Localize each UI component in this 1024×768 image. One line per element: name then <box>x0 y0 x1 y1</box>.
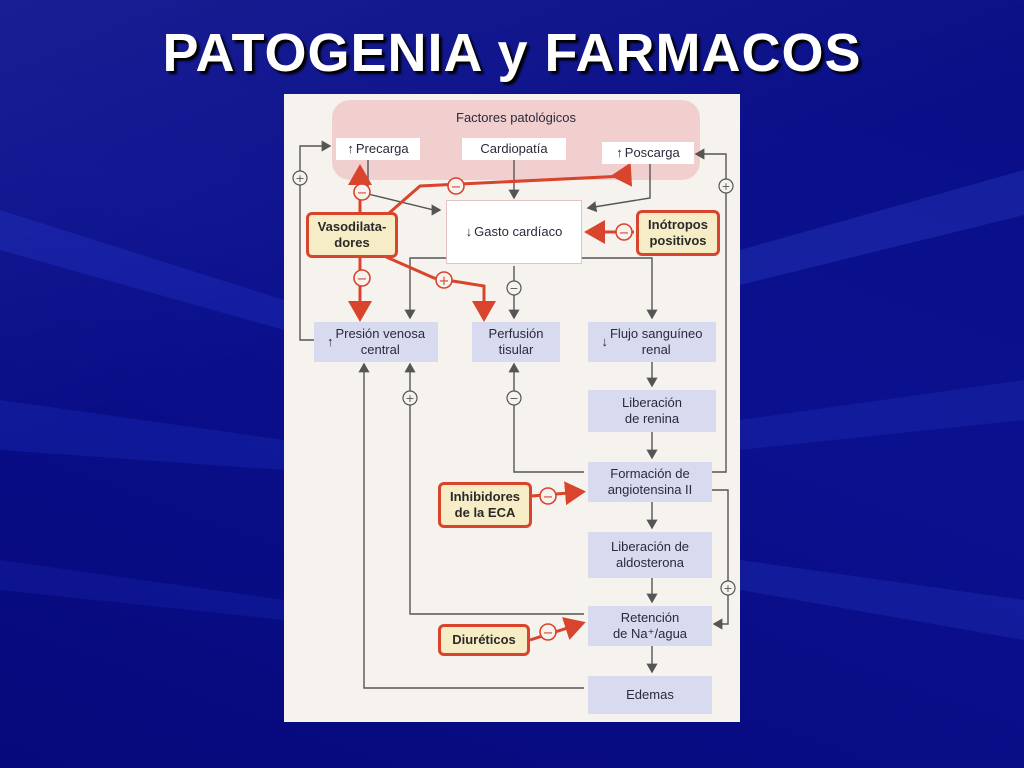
svg-text:+: + <box>405 392 414 405</box>
cardiopatia-box: Cardiopatía <box>462 138 566 160</box>
gasto-cardiaco-box: ↓Gasto cardíaco <box>446 200 582 264</box>
up-arrow-icon: ↑ <box>347 141 354 156</box>
plus-sign-angiotensin-retention: + <box>720 580 736 596</box>
slide-title: PATOGENIA y FARMACOS <box>162 23 862 83</box>
minus-sign-venous: − <box>353 269 371 287</box>
minus-sign-inotropes: − <box>615 223 633 241</box>
svg-text:−: − <box>543 626 554 641</box>
edemas-box: Edemas <box>588 676 712 714</box>
down-arrow-icon: ↓ <box>465 224 473 239</box>
svg-text:−: − <box>509 392 518 405</box>
svg-text:−: − <box>357 272 368 287</box>
svg-text:+: + <box>721 180 730 193</box>
precarga-box: ↑Precarga <box>336 138 420 160</box>
svg-text:−: − <box>357 186 368 201</box>
svg-text:−: − <box>509 282 518 295</box>
up-arrow-icon: ↑ <box>326 334 334 349</box>
minus-sign-angiotensin-perfusion: − <box>506 390 522 406</box>
minus-sign-gasto-perfusion: − <box>506 280 522 296</box>
diagram-connectors: − − − + − − − + + − + − + <box>292 140 736 689</box>
svg-text:−: − <box>451 180 462 195</box>
plus-sign-left-loop: + <box>292 170 308 186</box>
diureticos-drug: Diuréticos <box>438 624 530 656</box>
svg-text:+: + <box>295 172 304 185</box>
minus-sign-precarga: − <box>353 183 371 201</box>
minus-sign-poscarga: − <box>447 177 465 195</box>
plus-sign-retention-pvc: + <box>402 390 418 406</box>
svg-text:+: + <box>723 582 732 595</box>
svg-text:−: − <box>543 490 554 505</box>
pathological-factors-label: Factores patológicos <box>456 110 576 125</box>
vasodilatadores-drug: Vasodilata-dores <box>306 212 398 258</box>
plus-sign-perfusion: + <box>435 271 453 289</box>
down-arrow-icon: ↓ <box>601 334 608 349</box>
up-arrow-icon: ↑ <box>616 145 623 160</box>
poscarga-box: ↑Poscarga <box>602 142 694 164</box>
svg-text:−: − <box>619 226 630 241</box>
pathogenesis-diagram: Factores patológicos <box>284 94 740 722</box>
minus-sign-eca: − <box>539 487 557 505</box>
minus-sign-diuretics: − <box>539 623 557 641</box>
plus-sign-right-loop: + <box>718 178 734 194</box>
svg-text:+: + <box>439 274 450 289</box>
